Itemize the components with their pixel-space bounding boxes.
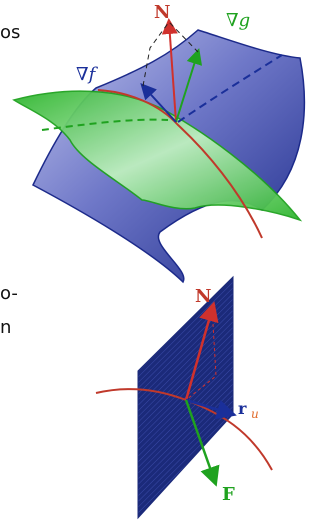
text-fragment-mid1: o- — [0, 283, 18, 304]
force-vector-F — [184, 399, 220, 487]
top-surfaces-figure: N ∇g ∇f — [12, 2, 306, 284]
label-grad-f: ∇f — [76, 64, 99, 85]
tangent-vector-ru — [185, 398, 237, 420]
intersection-curve — [97, 89, 263, 239]
label-r-subscript: u — [251, 407, 259, 421]
label-grad-g: ∇g — [226, 10, 250, 31]
grad-f-vector — [140, 83, 177, 123]
text-fragment-top: os — [0, 22, 21, 43]
normal-vector-N — [161, 18, 178, 123]
label-r: r — [238, 399, 247, 418]
label-F: F — [222, 484, 235, 505]
text-fragment-mid2: n — [0, 317, 12, 338]
blue-dashed-curve — [177, 54, 283, 123]
label-N-top: N — [154, 2, 170, 23]
normal-vector-N-bottom — [184, 301, 219, 401]
green-hidden-edge — [41, 118, 169, 131]
grad-g-vector — [175, 48, 203, 123]
label-N-bottom: N — [195, 286, 211, 307]
parallelogram-guides-top — [142, 21, 199, 87]
